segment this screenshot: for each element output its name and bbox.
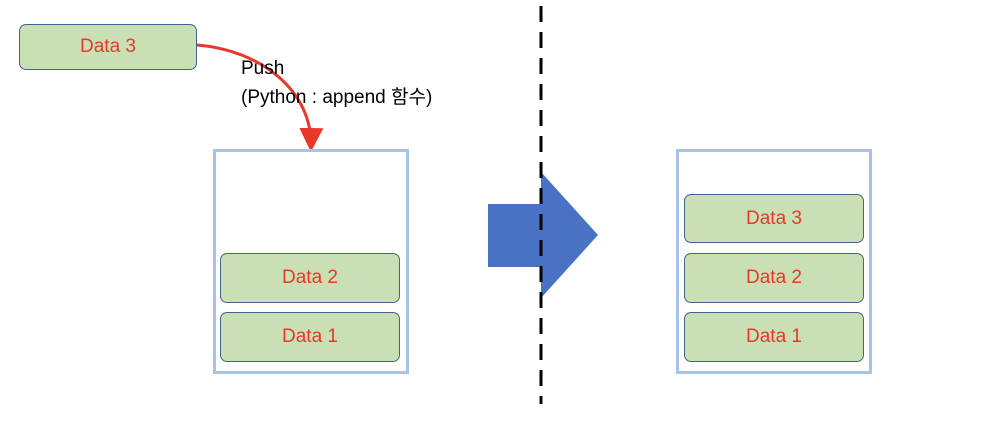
stack-before-item: Data 2: [220, 253, 400, 303]
incoming-data-box: Data 3: [19, 24, 197, 70]
transition-arrow: [488, 172, 598, 298]
push-arrow: [196, 43, 324, 152]
push-method-label: (Python : append 함수): [241, 87, 433, 108]
stack-after-item: Data 1: [684, 312, 864, 362]
stack-before-item: Data 1: [220, 312, 400, 362]
stack-after-item: Data 3: [684, 194, 864, 243]
stack-after-item: Data 2: [684, 253, 864, 303]
push-label: Push: [241, 58, 285, 79]
